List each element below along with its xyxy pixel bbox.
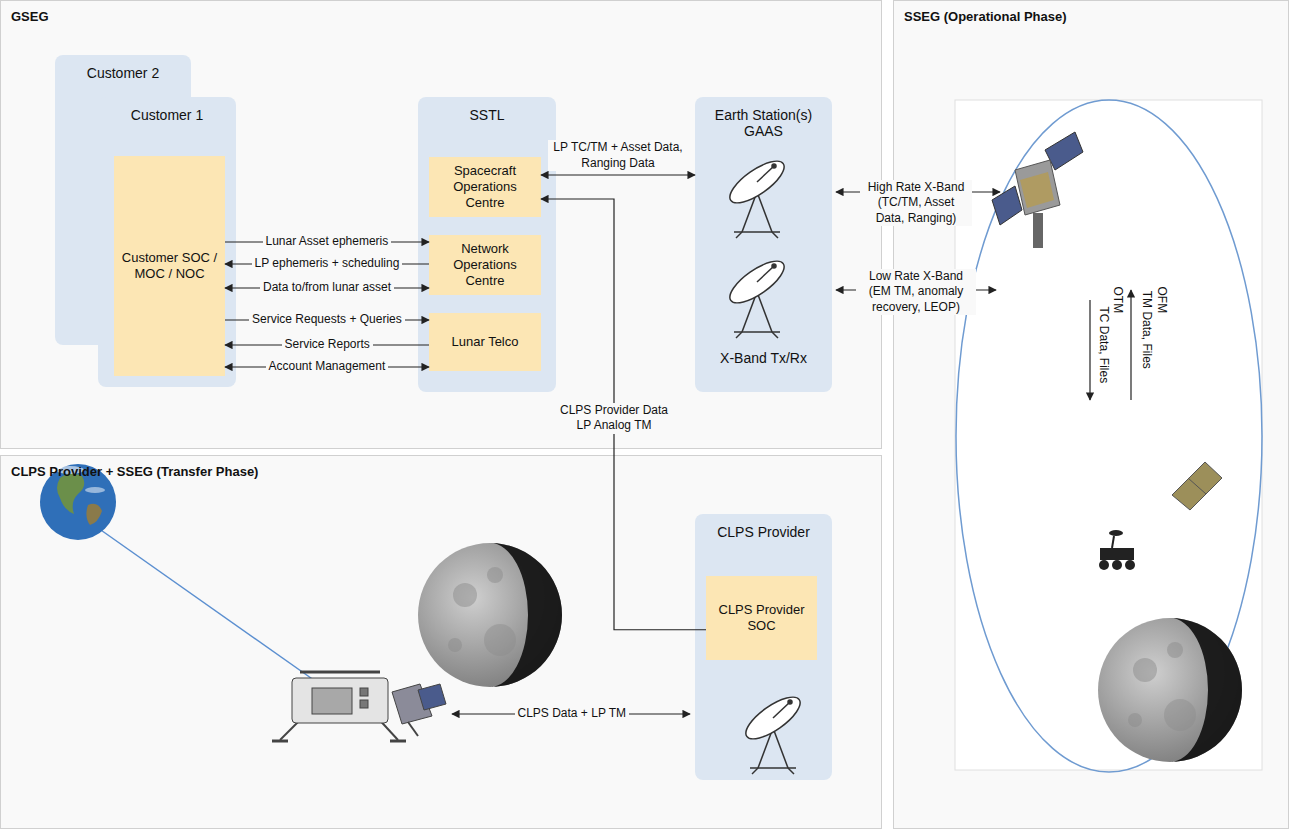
connector-label: Data to/from lunar asset <box>260 280 394 296</box>
ground-station-box: Earth Station(s) GAAS X-Band Tx/Rx <box>695 97 832 392</box>
link-label: CLPS Data + LP TM <box>515 706 630 722</box>
operations-box: Spacecraft Operations Centre <box>429 157 541 217</box>
solar-panel-object <box>1172 462 1222 510</box>
connector-label-holder: LP TC/TM + Asset Data, Ranging Data <box>548 140 688 171</box>
connector <box>541 174 695 175</box>
connector-label: LP ephemeris + scheduling <box>252 256 403 272</box>
link-label-holder: Low Rate X-Band (EM TM, anomaly recovery… <box>856 269 976 316</box>
customer-box: Customer 1 Customer SOC / MOC / NOC <box>98 97 236 387</box>
link-label: High Rate X-Band (TC/TM, Asset Data, Ran… <box>860 180 972 227</box>
connector-label-holder: LP ephemeris + scheduling <box>252 256 403 272</box>
connector-label: Lunar Asset ephemeris <box>263 234 392 250</box>
node-title: Customer 1 <box>98 97 236 123</box>
link-label: TM Data, Files <box>1138 288 1154 372</box>
node-title: Customer 2 <box>55 55 191 81</box>
link-label-holder: CLPS Data + LP TM <box>515 706 630 722</box>
connector-label-holder: CLPS Provider Data LP Analog TM <box>552 403 677 434</box>
moon-transfer <box>418 543 562 687</box>
link-label: Low Rate X-Band (EM TM, anomaly recovery… <box>856 269 976 316</box>
operations-box: Customer SOC / MOC / NOC <box>114 156 225 376</box>
lander <box>272 672 446 741</box>
node-title: CLPS Provider + SSEG (Transfer Phase) <box>1 456 881 479</box>
connector-label: CLPS Provider Data LP Analog TM <box>552 403 677 434</box>
earth <box>40 464 318 683</box>
operations-box: CLPS Provider SOC <box>706 576 817 660</box>
link-label-holder: High Rate X-Band (TC/TM, Asset Data, Ran… <box>860 180 972 227</box>
connector-label-holder: Data to/from lunar asset <box>260 280 394 296</box>
link-label: TC Data, Files <box>1095 303 1111 386</box>
connector-label: Service Requests + Queries <box>249 312 405 328</box>
operational-area <box>955 100 1262 772</box>
node-title: SSTL <box>418 97 556 123</box>
company-box: SSTL Spacecraft Operations CentreNetwork … <box>418 97 556 392</box>
link-label: OFM <box>1153 283 1169 316</box>
node-subtitle: X-Band Tx/Rx <box>701 350 826 366</box>
link-label-holder: OFM <box>1153 283 1169 316</box>
node-title: CLPS Provider SOC <box>712 602 811 635</box>
node-title: CLPS Provider <box>695 514 832 540</box>
ground-dishes <box>724 154 806 774</box>
node-title: Network Operations Centre <box>435 241 535 290</box>
operations-box: Network Operations Centre <box>429 235 541 295</box>
node-title: Customer SOC / MOC / NOC <box>120 250 219 283</box>
node-title: Spacecraft Operations Centre <box>435 163 535 212</box>
connector <box>541 199 706 630</box>
node-title: GSEG <box>1 1 881 24</box>
connector-label: Service Reports <box>282 337 373 353</box>
link-label-holder: TC Data, Files <box>1095 303 1111 386</box>
node-title: Lunar Telco <box>452 334 519 350</box>
node-title: SSEG (Operational Phase) <box>894 1 1288 24</box>
connector-label-holder: Account Management <box>266 359 389 375</box>
rover <box>1099 530 1135 570</box>
connector-label-holder: Service Reports <box>282 337 373 353</box>
link-label-holder: OTM <box>1109 283 1125 316</box>
connector-label: LP TC/TM + Asset Data, Ranging Data <box>548 140 688 171</box>
provider-box: CLPS ProviderCLPS Provider SOC <box>695 514 832 780</box>
node-title: Earth Station(s) GAAS <box>701 107 826 139</box>
connector-label: Account Management <box>266 359 389 375</box>
connector-label-holder: Service Requests + Queries <box>249 312 405 328</box>
link-label-holder: TM Data, Files <box>1138 288 1154 372</box>
moon-operational <box>1098 618 1242 762</box>
connector-label-holder: Lunar Asset ephemeris <box>263 234 392 250</box>
link-label: OTM <box>1109 283 1125 316</box>
relay-satellite <box>992 132 1083 248</box>
segment-panel: GSEG Customer 2 Customer 1 Customer SOC / M… <box>0 0 882 449</box>
operations-box: Lunar Telco <box>429 313 541 371</box>
